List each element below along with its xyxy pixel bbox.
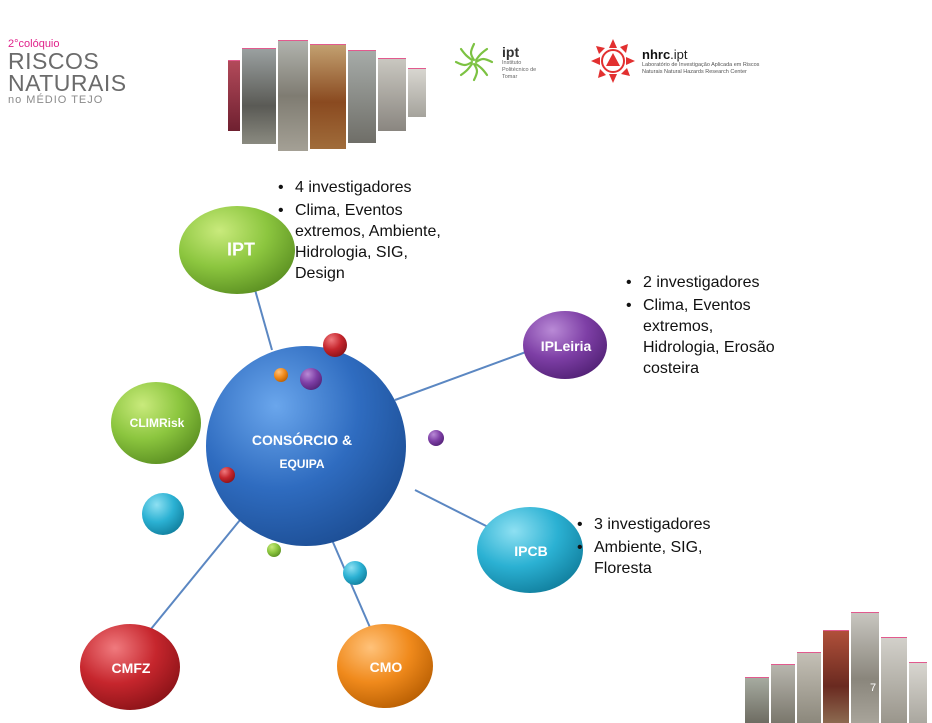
ipcb-details: 3 investigadores Ambiente, SIG, Floresta [575,514,745,581]
ipt-details: 4 investigadores Clima, Eventos extremos… [276,177,456,286]
footer-photo-collage [745,612,927,723]
ipt-logo: ipt Instituto Politécnico de Tomar [452,40,542,84]
connector-cmfz [141,519,241,641]
node-ipt-label: IPT [226,239,256,260]
nhrc-logo-subtitle: Laboratório de Investigação Aplicada em … [642,61,760,75]
nhrc-logo-name-rest: .ipt [670,46,688,62]
node-ipleiria [523,311,607,379]
node-ipt [179,206,295,294]
ipt-logo-subtitle: Instituto Politécnico de Tomar [502,59,537,80]
node-ipcb-label: IPCB [514,543,548,559]
ipt-detail-researchers: 4 investigadores [276,177,456,198]
node-cmfz-label: CMFZ [111,660,151,676]
ipleiria-details: 2 investigadores Clima, Eventos extremos… [624,272,794,381]
connectors [141,271,546,641]
connector-ipcb [414,489,499,533]
deco-bubble-red [323,333,347,357]
deco-bubble-green-small [267,543,281,557]
event-logo-subtitle: no MÉDIO TEJO [8,94,104,106]
hub-label: CONSÓRCIO & EQUIPA [252,428,352,476]
deco-bubble-purple [300,368,322,390]
node-ipleiria-label: IPLeiria [540,338,592,354]
node-climrisk [111,382,201,464]
hub-label-line1: CONSÓRCIO & [251,432,353,448]
deco-bubble-orange [274,368,288,382]
ipleiria-detail-researchers: 2 investigadores [624,272,794,293]
node-climrisk-label: CLIMRisk [129,416,185,430]
node-cmfz [80,624,180,710]
ipt-detail-areas: Clima, Eventos extremos, Ambiente, Hidro… [276,200,456,284]
ipleiria-detail-areas: Clima, Eventos extremos, Hidrologia, Ero… [624,295,794,379]
page-number: 7 [870,682,877,694]
node-cmo [337,624,433,708]
hub-circle [206,346,406,546]
connector-cmo [331,539,373,633]
nhrc-logo-icon [591,39,635,83]
node-cmo-label: CMO [369,659,403,675]
deco-bubble-cyan-small [343,561,367,585]
node-ipcb [477,507,583,593]
event-logo-title: RISCOS NATURAIS [8,48,127,96]
ipt-logo-name: ipt [502,43,520,60]
connector-ipleiria [394,344,546,401]
ipcb-detail-areas: Ambiente, SIG, Floresta [575,537,745,579]
header-photo-collage [228,40,426,151]
nhrc-logo-name: nhrc.ipt [642,47,772,62]
nhrc-logo-name-bold: nhrc [642,46,671,62]
nhrc-logo: nhrc.ipt Laboratório de Investigação Apl… [590,38,772,84]
event-logo: 2°colóquio RISCOS NATURAIS no MÉDIO TEJO [8,38,188,106]
deco-bubble-purple-small [428,430,444,446]
ipt-logo-icon [454,42,494,82]
hub-label-line2: EQUIPA [279,457,325,471]
deco-bubble-cyan-large [142,493,184,535]
deco-bubble-red-small [219,467,235,483]
ipcb-detail-researchers: 3 investigadores [575,514,745,535]
event-logo-kicker: 2°colóquio [8,38,60,50]
